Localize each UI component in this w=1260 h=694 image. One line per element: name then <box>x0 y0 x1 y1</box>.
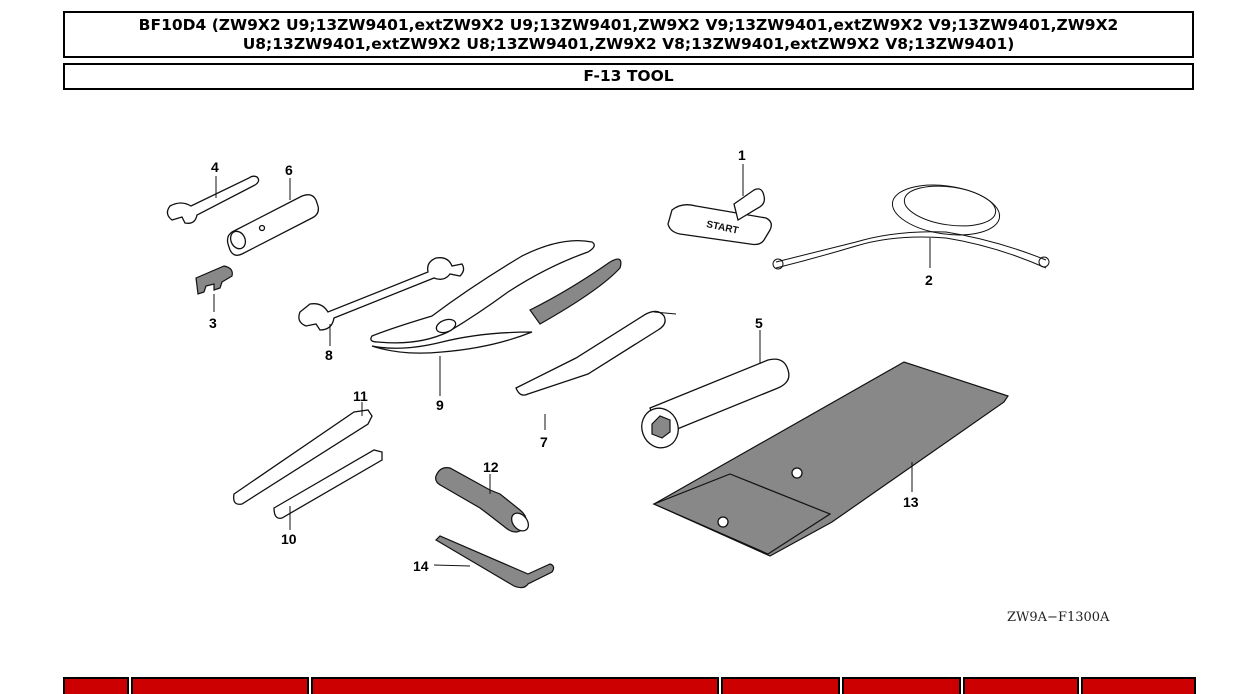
callout-4: 4 <box>211 159 219 175</box>
part-10-bit <box>273 449 383 519</box>
table-header-cell <box>311 677 719 694</box>
callout-6: 6 <box>285 162 293 178</box>
callout-1: 1 <box>738 147 746 163</box>
callout-12: 12 <box>483 459 499 475</box>
callout-3: 3 <box>209 315 217 331</box>
callout-7: 7 <box>540 434 548 450</box>
table-header-cell <box>721 677 840 694</box>
table-header-cell <box>963 677 1079 694</box>
table-header-cell <box>63 677 129 694</box>
figure-code: ZW9A−F1300A <box>1007 610 1110 625</box>
table-header-cell <box>131 677 309 694</box>
callout-10: 10 <box>281 531 297 547</box>
table-header-cell <box>842 677 961 694</box>
title-line-1: BF10D4 (ZW9X2 U9;13ZW9401,extZW9X2 U9;13… <box>138 16 1119 34</box>
callout-9: 9 <box>436 397 444 413</box>
section-title: F-13 TOOL <box>63 63 1194 90</box>
part-12-handle <box>435 467 530 533</box>
part-3-clip <box>195 265 233 295</box>
callout-11: 11 <box>353 388 368 404</box>
part-4-wrench <box>166 175 260 224</box>
callout-8: 8 <box>325 347 333 363</box>
part-11-bit <box>233 409 373 505</box>
page-title: BF10D4 (ZW9X2 U9;13ZW9401,extZW9X2 U9;13… <box>63 11 1194 58</box>
part-7-screwdriver <box>515 310 677 396</box>
callout-13: 13 <box>903 494 919 510</box>
parts-table-header <box>0 677 1260 694</box>
part-2-rope <box>772 184 1050 270</box>
part-6-box-spanner <box>226 194 320 256</box>
callout-2: 2 <box>925 272 933 288</box>
title-line-2: U8;13ZW9401,extZW9X2 U8;13ZW9401,ZW9X2 V… <box>242 35 1015 53</box>
part-13-tool-bag <box>652 361 1009 557</box>
leader-lines <box>213 164 931 567</box>
part-5-plug-wrench <box>641 358 790 449</box>
callout-5: 5 <box>755 315 763 331</box>
callout-14: 14 <box>413 558 429 574</box>
part-8-double-wrench <box>298 257 465 331</box>
part-14-hex-key <box>435 535 555 589</box>
table-header-cell <box>1081 677 1196 694</box>
part-1-starter-handle: START <box>667 188 772 246</box>
part-9-pliers <box>370 239 622 354</box>
